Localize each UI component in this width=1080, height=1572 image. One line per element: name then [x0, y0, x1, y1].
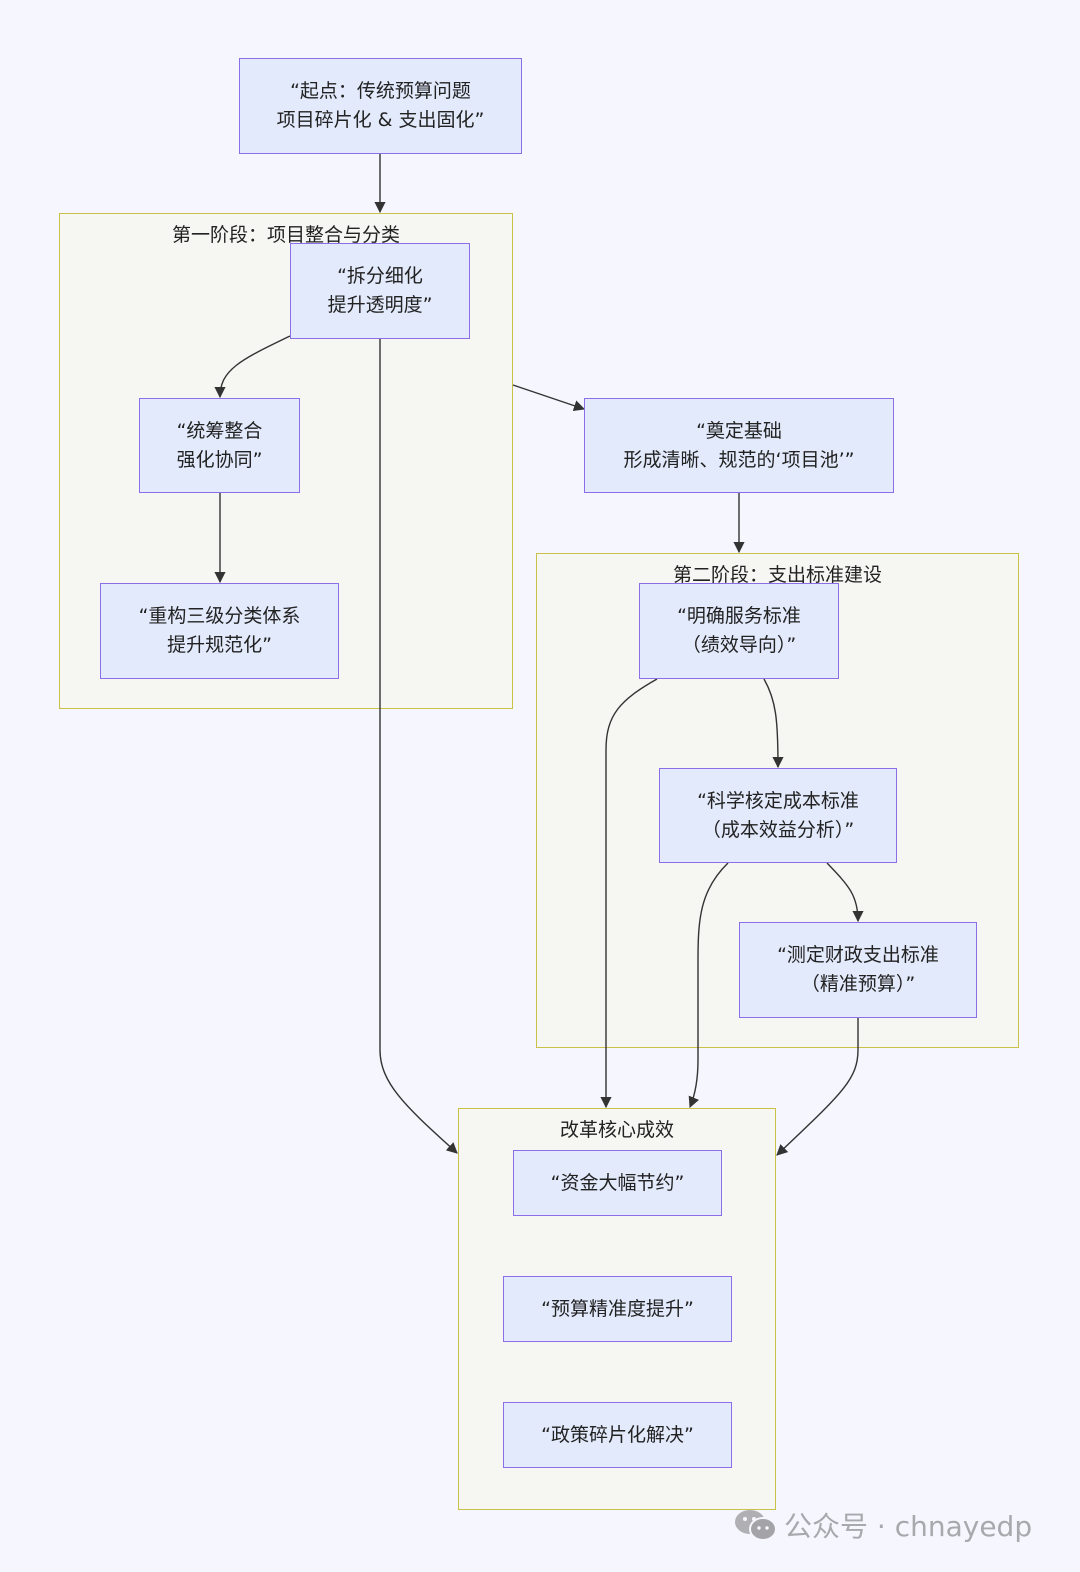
watermark: 公众号 · chnayedp: [734, 1508, 1033, 1543]
edge-phase1-to-foundation: [512, 384, 586, 412]
node-policy-fragmentation[interactable]: “政策碎片化解决”: [503, 1402, 732, 1468]
node-split-refine[interactable]: “拆分细化 提升透明度”: [290, 243, 470, 339]
node-fund-savings[interactable]: “资金大幅节约”: [513, 1150, 722, 1216]
group-results-title: 改革核心成效: [559, 1119, 674, 1141]
group-phase1-title: 第一阶段：项目整合与分类: [171, 224, 400, 246]
node-restructure[interactable]: “重构三级分类体系 提升规范化”: [100, 583, 339, 679]
group-phase2-title: 第二阶段：支出标准建设: [672, 564, 882, 586]
wechat-icon: [735, 1510, 777, 1541]
node-service-standard[interactable]: “明确服务标准 （绩效导向）”: [639, 583, 839, 679]
node-start[interactable]: “起点：传统预算问题 项目碎片化 & 支出固化”: [239, 58, 522, 154]
node-foundation[interactable]: “奠定基础 形成清晰、规范的‘项目池’”: [584, 398, 894, 493]
watermark-text: 公众号 · chnayedp: [784, 1510, 1033, 1543]
node-integrate[interactable]: “统筹整合 强化协同”: [139, 398, 300, 493]
node-budget-precision[interactable]: “预算精准度提升”: [503, 1276, 732, 1342]
node-cost-standard[interactable]: “科学核定成本标准 （成本效益分析）”: [659, 768, 897, 863]
node-fiscal-standard[interactable]: “测定财政支出标准 （精准预算）”: [739, 922, 977, 1018]
